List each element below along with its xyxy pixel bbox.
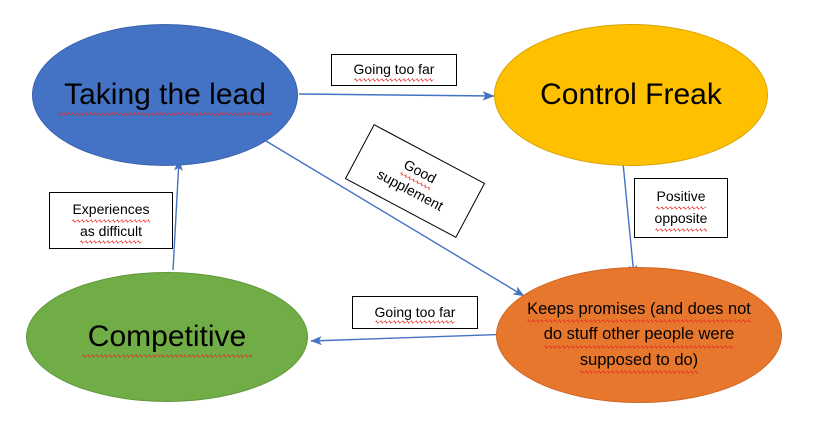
edge-label-keeps-to-competitive-text: Going too far <box>374 302 455 325</box>
edge-label-positive-line-1: Positive <box>656 186 706 210</box>
node-keeps-promises-line-2: do stuff other people were <box>543 322 734 349</box>
edge-label-competitive-to-lead[interactable]: Experiences as difficult <box>49 192 173 249</box>
node-competitive-label: Competitive <box>81 318 253 359</box>
node-keeps-promises[interactable]: Keeps promises (and does not do stuff ot… <box>496 267 782 403</box>
edge-label-experiences-line-1: Experiences <box>72 199 150 223</box>
edge-label-competitive-to-lead-text: Experiences as difficult <box>72 199 150 244</box>
node-keeps-promises-line-1: Keeps promises (and does not <box>527 297 751 324</box>
node-control-freak-label: Control Freak <box>540 77 722 111</box>
node-competitive[interactable]: Competitive <box>26 272 308 402</box>
connector-lead-to-control <box>298 91 495 101</box>
edge-label-experiences-line-2: as difficult <box>79 221 142 244</box>
node-keeps-promises-label: Keeps promises (and does not do stuff ot… <box>513 297 765 374</box>
connector-keeps-to-competitive <box>310 333 514 346</box>
edge-label-control-to-keeps[interactable]: Positive opposite <box>634 178 728 238</box>
node-control-freak[interactable]: Control Freak <box>494 24 768 166</box>
edge-label-lead-to-control-text: Going too far <box>353 59 434 82</box>
connector-control-to-keeps <box>622 162 638 277</box>
edge-label-keeps-to-competitive[interactable]: Going too far <box>352 296 478 329</box>
edge-label-control-to-keeps-text: Positive opposite <box>654 186 707 232</box>
node-taking-the-lead[interactable]: Taking the lead <box>32 24 298 166</box>
edge-label-lead-to-control[interactable]: Going too far <box>331 54 457 86</box>
edge-label-positive-line-2: opposite <box>654 208 707 232</box>
connector-competitive-to-lead <box>172 159 183 271</box>
node-keeps-promises-line-3: supposed to do) <box>579 348 699 374</box>
edge-label-lead-to-keeps[interactable]: Good supplement <box>344 124 486 238</box>
edge-label-lead-to-keeps-text: Good supplement <box>373 145 457 216</box>
node-taking-the-lead-label: Taking the lead <box>58 76 272 117</box>
